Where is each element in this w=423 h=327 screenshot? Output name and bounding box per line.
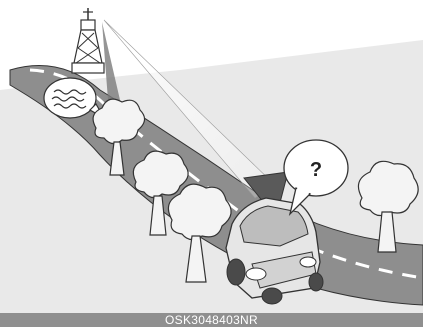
car-icon <box>226 198 323 304</box>
speech-bubble-question-mark: ? <box>310 159 322 181</box>
figure-caption-code: OSK3048403NR <box>0 313 423 327</box>
radio-reception-scene: ? <box>0 0 423 313</box>
